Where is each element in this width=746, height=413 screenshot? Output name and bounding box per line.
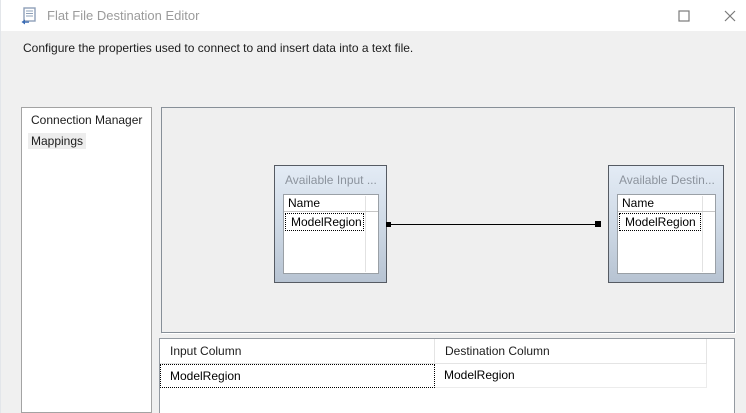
sidebar-item-mappings[interactable]: Mappings [22, 132, 151, 150]
available-destination-columns-list: Name ModelRegion [617, 194, 716, 274]
grid-header-row: Input Column Destination Column [160, 339, 734, 364]
input-column-header: Input Column [160, 339, 435, 364]
maximize-button[interactable] [667, 0, 701, 31]
mapping-connector-line[interactable] [389, 224, 601, 225]
input-column-item-modelregion[interactable]: ModelRegion [285, 213, 364, 231]
destination-column-cell[interactable]: ModelRegion [435, 364, 707, 388]
connector-start-point [386, 222, 391, 227]
list-column-divider [702, 196, 703, 272]
available-destination-columns-title: Available Destin... [619, 173, 715, 187]
sidebar-item-label: Mappings [28, 133, 87, 149]
sidebar-item-label: Connection Manager [31, 113, 143, 127]
dialog-description: Configure the properties used to connect… [23, 41, 414, 55]
sidebar-item-connection-manager[interactable]: Connection Manager [22, 111, 151, 129]
mapping-diagram-panel: Available Input ... Name ModelRegion Ava… [161, 107, 735, 333]
list-column-divider [365, 196, 366, 272]
input-column-cell[interactable]: ModelRegion [160, 364, 435, 388]
flat-file-destination-icon [20, 7, 38, 25]
pages-list: Connection Manager Mappings [21, 107, 152, 413]
titlebar: Flat File Destination Editor [1, 0, 746, 31]
column-mapping-grid: Input Column Destination Column ModelReg… [159, 338, 735, 413]
destination-column-header: Destination Column [435, 339, 707, 364]
name-column-header: Name [284, 195, 378, 212]
connector-end-point [595, 221, 601, 227]
close-button[interactable] [713, 0, 746, 31]
available-input-columns-title: Available Input ... [285, 173, 377, 187]
available-input-columns-box[interactable]: Available Input ... Name ModelRegion [274, 165, 387, 283]
available-destination-columns-box[interactable]: Available Destin... Name ModelRegion [608, 165, 724, 283]
available-input-columns-list: Name ModelRegion [283, 194, 379, 274]
name-column-header: Name [618, 195, 715, 212]
window-title: Flat File Destination Editor [47, 8, 200, 23]
grid-data-row: ModelRegion ModelRegion [160, 364, 734, 388]
destination-column-item-modelregion[interactable]: ModelRegion [619, 213, 701, 231]
